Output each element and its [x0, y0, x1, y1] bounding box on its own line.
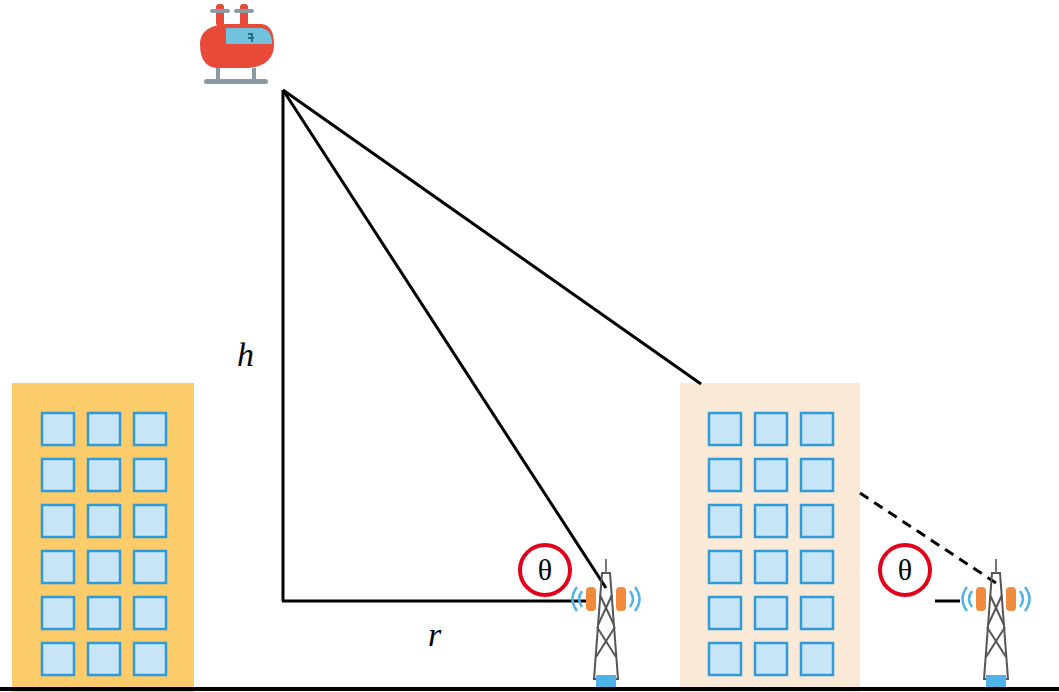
window	[88, 551, 120, 583]
window	[709, 505, 741, 537]
window	[755, 459, 787, 491]
air-vehicle-icon	[200, 4, 274, 84]
window	[42, 597, 74, 629]
window	[134, 459, 166, 491]
window	[709, 551, 741, 583]
window	[709, 459, 741, 491]
building	[12, 383, 194, 692]
window	[134, 551, 166, 583]
window	[709, 643, 741, 675]
window	[755, 597, 787, 629]
base-station-tower	[573, 559, 640, 687]
angle-circle: θ	[878, 543, 932, 597]
window	[709, 597, 741, 629]
window	[801, 505, 833, 537]
window	[755, 643, 787, 675]
dimension-label: h	[237, 338, 254, 372]
window	[88, 643, 120, 675]
window	[801, 643, 833, 675]
building	[680, 383, 860, 692]
window	[801, 413, 833, 445]
window	[88, 459, 120, 491]
window	[88, 597, 120, 629]
angle-circle: θ	[518, 543, 572, 597]
window	[801, 597, 833, 629]
window	[134, 413, 166, 445]
window	[42, 505, 74, 537]
angle-symbol: θ	[538, 555, 552, 585]
window	[42, 459, 74, 491]
window	[801, 551, 833, 583]
window	[134, 643, 166, 675]
window	[42, 551, 74, 583]
window	[88, 413, 120, 445]
window	[755, 413, 787, 445]
angle-symbol: θ	[898, 555, 912, 585]
window	[755, 505, 787, 537]
window	[134, 505, 166, 537]
window	[88, 505, 120, 537]
window	[42, 643, 74, 675]
geometry-lines	[282, 90, 996, 601]
window	[134, 597, 166, 629]
ground-line	[0, 687, 1059, 691]
window	[709, 413, 741, 445]
window	[42, 413, 74, 445]
base-station-tower	[963, 559, 1030, 687]
window	[755, 551, 787, 583]
dimension-label: r	[428, 618, 441, 652]
window	[801, 459, 833, 491]
